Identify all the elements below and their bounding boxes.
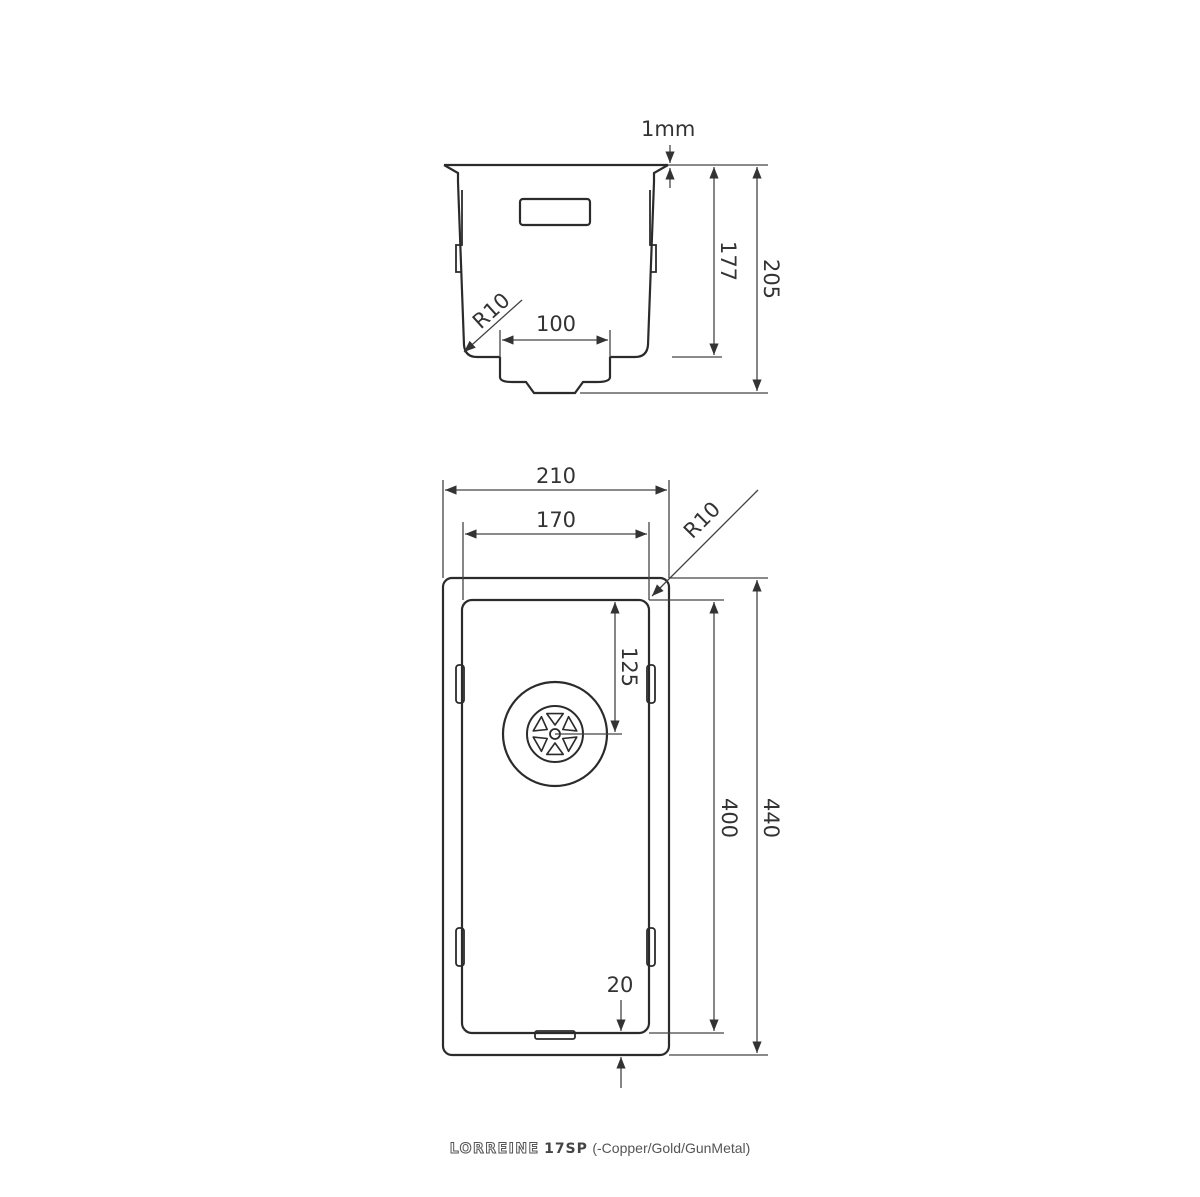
side-radius-label: R10 [468, 288, 515, 333]
side-clip-left [455, 190, 463, 273]
top-view-dimensions [442, 480, 768, 1088]
inner-bowl [460, 598, 651, 1035]
top-radius-label: R10 [679, 497, 725, 543]
clip-bottom-right [646, 927, 656, 967]
drain-hole [545, 712, 565, 726]
outer-rim [441, 576, 671, 1057]
side-radius-leader [463, 299, 523, 353]
clip-top-right [646, 664, 656, 704]
drain-hole [532, 715, 549, 732]
outer-width-label: 210 [536, 464, 576, 488]
side-drain-pot [498, 357, 612, 395]
depth-label: 177 [716, 241, 740, 281]
side-clip-right [649, 190, 657, 273]
clip-top-left [455, 664, 465, 704]
drain-hole [532, 736, 549, 753]
inner-length-label: 400 [717, 798, 741, 838]
drain-width-label: 100 [536, 312, 576, 336]
drain-holes [532, 712, 578, 756]
outer-length-label: 440 [759, 798, 783, 838]
top-view [441, 576, 671, 1057]
overflow-nub [534, 1030, 576, 1040]
product-caption: LORREINE 17SP (-Copper/Gold/GunMetal) [0, 1140, 1200, 1158]
drain-hole [545, 742, 565, 756]
drain-hole [561, 736, 578, 753]
side-right-wall [610, 164, 669, 359]
rim-label: 20 [607, 973, 634, 997]
total-height-label: 205 [759, 259, 783, 299]
inner-width-label: 170 [536, 508, 576, 532]
side-view [443, 163, 669, 395]
side-left-wall [443, 164, 500, 359]
overflow-slot [518, 197, 592, 227]
clip-bottom-left [455, 927, 465, 967]
drain-offset-label: 125 [617, 647, 641, 687]
side-view-dimensions [463, 145, 768, 394]
model-number: 17SP [544, 1141, 588, 1157]
brand-logo: LORREINE [449, 1141, 540, 1158]
drain-hole [561, 715, 578, 732]
thickness-label: 1mm [641, 117, 695, 141]
top-radius-leader [651, 489, 759, 597]
variant-list: (-Copper/Gold/GunMetal) [592, 1140, 751, 1156]
